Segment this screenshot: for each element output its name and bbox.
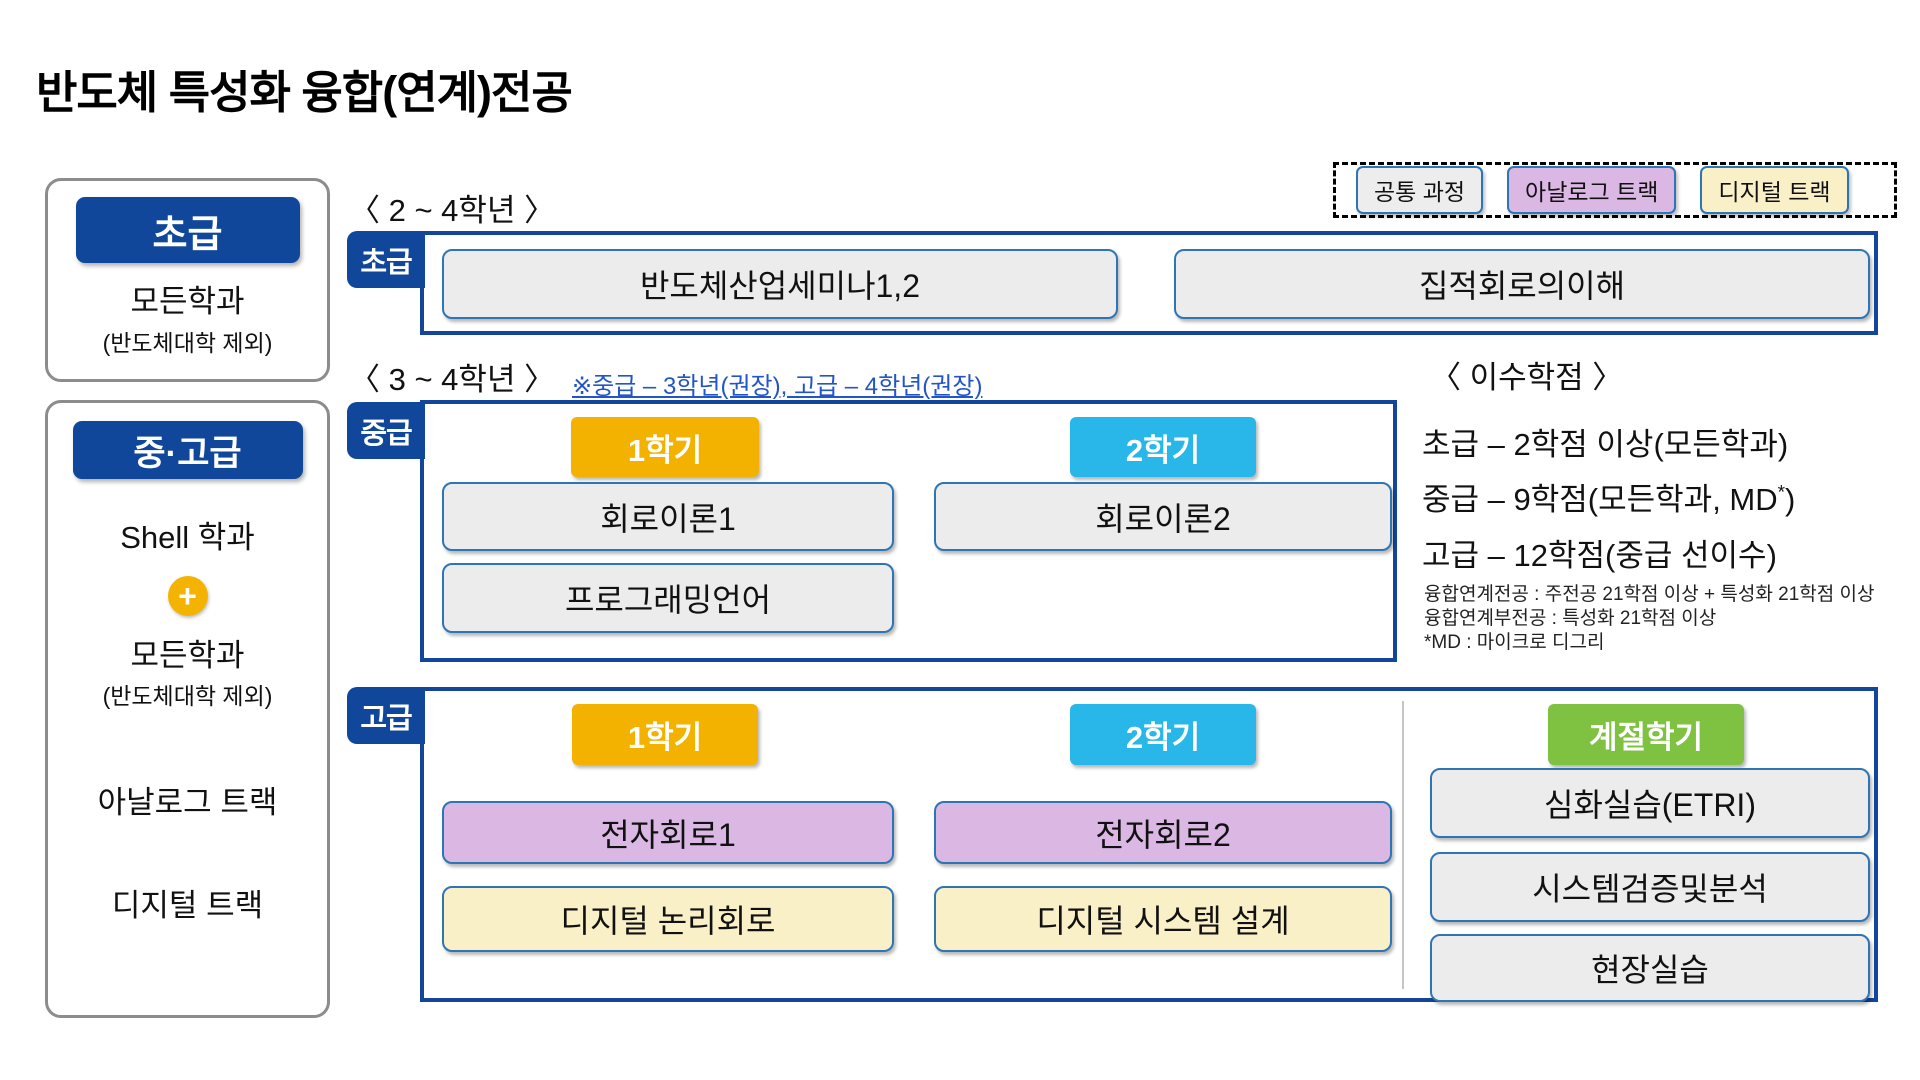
advanced-course-container: 1학기 2학기 계절학기 전자회로1 전자회로2 디지털 논리회로 디지털 시스… bbox=[420, 687, 1878, 1002]
mid-adv-departments: 모든학과 bbox=[130, 638, 245, 673]
grade-3-4-header: 〈 3 ~ 4학년 〉 bbox=[349, 362, 556, 397]
sidebar-card-beginner: 초급 모든학과 (반도체대학 제외) bbox=[45, 178, 330, 382]
legend-chip-common: 공통 과정 bbox=[1356, 166, 1484, 214]
season-divider bbox=[1402, 701, 1404, 989]
course-integrated-circuits: 집적회로의이해 bbox=[1174, 249, 1870, 319]
legend: 공통 과정 아날로그 트랙 디지털 트랙 bbox=[1333, 162, 1897, 218]
course-system-verification-analysis: 시스템검증및분석 bbox=[1430, 852, 1870, 922]
course-digital-logic-circuits: 디지털 논리회로 bbox=[442, 886, 894, 952]
beginner-departments: 모든학과 bbox=[130, 284, 245, 319]
digital-track-label: 디지털 트랙 bbox=[111, 888, 264, 923]
credits-advanced-line: 고급 – 12학점(중급 선이수) bbox=[1422, 538, 1777, 573]
level-badge-mid-advanced: 중·고급 bbox=[72, 421, 303, 479]
course-circuit-theory-1: 회로이론1 bbox=[442, 482, 894, 551]
sidebar-card-mid-advanced: 중·고급 Shell 학과 + 모든학과 (반도체대학 제외) 아날로그 트랙 … bbox=[45, 400, 330, 1018]
page-title: 반도체 특성화 융합(연계)전공 bbox=[36, 67, 573, 118]
legend-chip-digital-track: 디지털 트랙 bbox=[1700, 166, 1849, 214]
course-electronic-circuits-1: 전자회로1 bbox=[442, 801, 894, 864]
plus-icon: + bbox=[167, 576, 208, 616]
season-semester-header: 계절학기 bbox=[1548, 704, 1744, 765]
intermediate-course-container: 1학기 2학기 회로이론1 회로이론2 프로그래밍언어 bbox=[420, 400, 1397, 662]
mid-adv-departments-note: (반도체대학 제외) bbox=[102, 683, 273, 709]
credits-intermediate-line: 중급 – 9학점(모든학과, MD*) bbox=[1422, 482, 1796, 517]
grade-3-4-note: ※중급 – 3학년(권장), 고급 – 4학년(권장) bbox=[572, 373, 983, 400]
tab-intermediate: 중급 bbox=[347, 402, 425, 459]
course-field-practice: 현장실습 bbox=[1430, 934, 1870, 1002]
credits-note-convergence-minor: 융합연계부전공 : 특성화 21학점 이상 bbox=[1424, 608, 1717, 629]
advanced-semester1-header: 1학기 bbox=[572, 704, 758, 765]
legend-chip-analog-track: 아날로그 트랙 bbox=[1507, 166, 1677, 214]
plus-icon-glyph: + bbox=[178, 578, 197, 614]
grade-2-4-header: 〈 2 ~ 4학년 〉 bbox=[349, 193, 556, 228]
level-badge-beginner: 초급 bbox=[75, 197, 300, 263]
tab-beginner: 초급 bbox=[347, 231, 425, 288]
beginner-departments-note: (반도체대학 제외) bbox=[102, 330, 273, 356]
shell-departments: Shell 학과 bbox=[120, 520, 255, 555]
credits-note-md: *MD : 마이크로 디그리 bbox=[1424, 632, 1605, 653]
tab-advanced: 고급 bbox=[347, 687, 425, 744]
course-advanced-practice-etri: 심화실습(ETRI) bbox=[1430, 768, 1870, 838]
credits-note-convergence-major: 융합연계전공 : 주전공 21학점 이상 + 특성화 21학점 이상 bbox=[1424, 584, 1875, 605]
course-semiconductor-seminar: 반도체산업세미나1,2 bbox=[442, 249, 1118, 319]
advanced-semester2-header: 2학기 bbox=[1070, 704, 1256, 765]
intermediate-semester1-header: 1학기 bbox=[571, 417, 759, 477]
md-asterisk: * bbox=[1777, 482, 1786, 504]
course-circuit-theory-2: 회로이론2 bbox=[934, 482, 1392, 551]
credits-beginner-line: 초급 – 2학점 이상(모든학과) bbox=[1422, 427, 1789, 462]
analog-track-label: 아날로그 트랙 bbox=[97, 785, 278, 820]
course-programming-language: 프로그래밍언어 bbox=[442, 563, 894, 633]
course-digital-system-design: 디지털 시스템 설계 bbox=[934, 886, 1392, 952]
intermediate-semester2-header: 2학기 bbox=[1070, 417, 1256, 477]
course-electronic-circuits-2: 전자회로2 bbox=[934, 801, 1392, 864]
beginner-course-container: 반도체산업세미나1,2 집적회로의이해 bbox=[420, 231, 1878, 335]
credits-header: 〈 이수학점 〉 bbox=[1430, 360, 1624, 395]
